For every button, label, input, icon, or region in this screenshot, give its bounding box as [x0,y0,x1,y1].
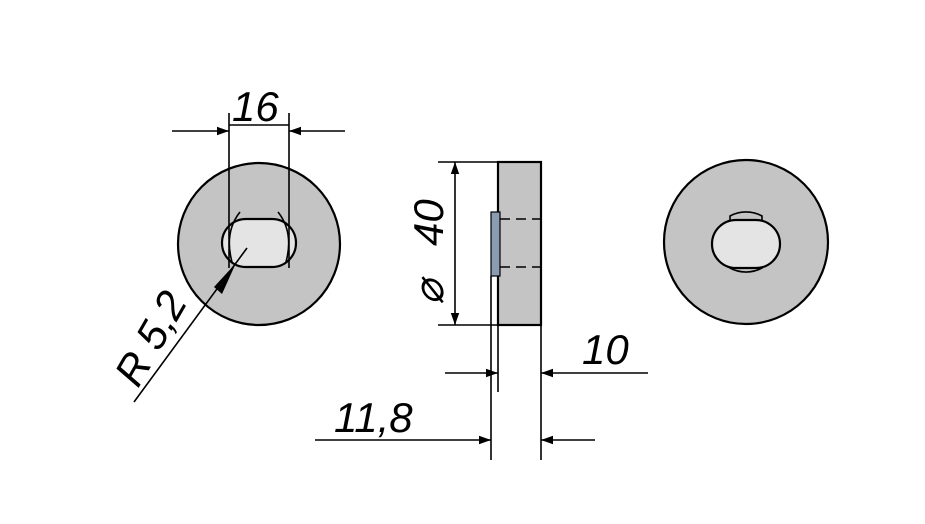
side-view: ⌀ 40 10 11,8 [315,160,648,460]
front-view-slot [220,217,298,269]
dimension-text-r52: R 5,2 [105,283,196,393]
front-view-slot-arc-right [277,211,290,263]
dimension-text-10: 10 [582,326,629,373]
front-view-slot-arc-left [228,211,241,263]
dimension-text-diameter-symbol: ⌀ [405,276,452,305]
leader-arrow-r52 [214,263,236,294]
front-view: 16 R 5,2 [105,83,345,403]
dimension-text-40: 40 [405,199,452,246]
back-view-slot [710,218,782,270]
dimension-text-16: 16 [232,83,279,130]
back-view [662,158,830,326]
dimension-text-11-8: 11,8 [334,394,413,441]
side-view-insert [490,211,501,277]
side-view-body [496,160,543,327]
